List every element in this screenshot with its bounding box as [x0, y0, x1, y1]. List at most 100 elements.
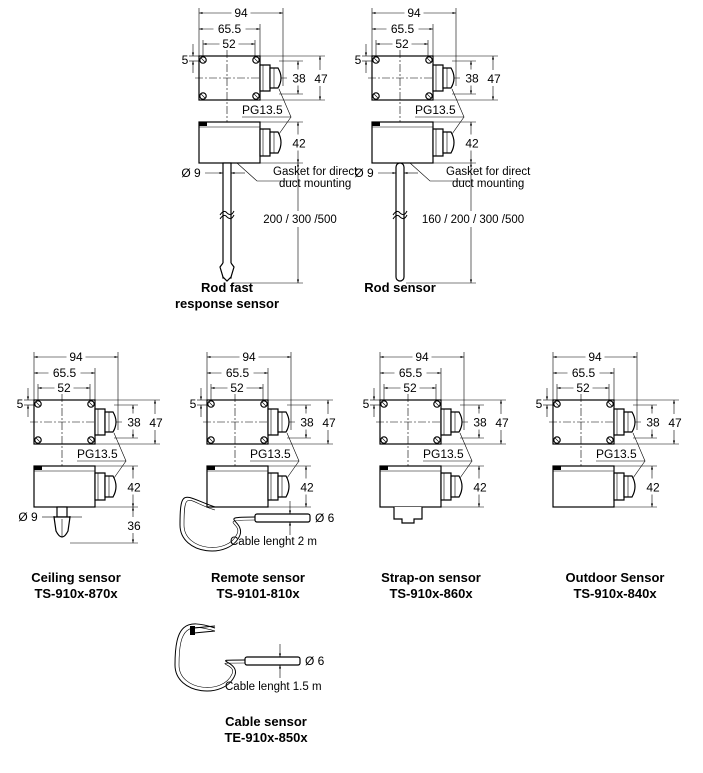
gland-label: PG13.5	[242, 103, 283, 117]
gasket-note: duct mounting	[279, 178, 351, 190]
sensor-rod	[222, 162, 232, 279]
break-mark	[219, 214, 235, 220]
screw-slot	[35, 401, 41, 407]
dimension-label: 52	[57, 381, 71, 395]
gland-label: PG13.5	[250, 447, 291, 461]
cable-gland-cap	[277, 411, 290, 433]
sensor-title-line: Remote sensor	[211, 570, 305, 585]
label-bg	[213, 21, 246, 35]
label-bg	[461, 134, 481, 151]
dimension-label: 65.5	[53, 366, 77, 380]
rod-length-label: 200 / 300 /500	[263, 214, 337, 226]
dimension-label: 42	[473, 481, 487, 495]
dimension-label: 47	[487, 72, 501, 86]
dimension-label: 47	[149, 416, 163, 430]
sensor-title-line: Ceiling sensor	[31, 570, 121, 585]
dimension-label: 38	[292, 72, 306, 86]
label-bg	[296, 413, 316, 430]
label-bg	[642, 413, 662, 430]
cable-gland-nut	[432, 64, 444, 92]
screw-slot	[434, 437, 440, 443]
cable-gland-nut	[94, 408, 106, 436]
dimension-label: 47	[314, 72, 328, 86]
dimension-label: 38	[300, 416, 314, 430]
sensor-title-line: Rod fast	[201, 280, 254, 295]
screw-slot	[554, 437, 560, 443]
rod-diameter-label: Ø 9	[181, 166, 201, 180]
label-bg	[239, 349, 259, 363]
cable-gland-nut	[267, 472, 279, 501]
label-bg	[296, 478, 316, 495]
screw-slot	[373, 57, 379, 63]
dimension-label: 65.5	[572, 366, 596, 380]
cable	[174, 623, 246, 692]
dimension-label: 38	[465, 72, 479, 86]
label-bg	[310, 70, 330, 86]
probe-neck	[56, 506, 68, 518]
screw-slot	[381, 401, 387, 407]
leader-line	[278, 116, 292, 135]
gasket-note: Gasket for direct	[446, 166, 531, 178]
gland-label: PG13.5	[415, 103, 456, 117]
gland-label: PG13.5	[77, 447, 118, 461]
screw-slot	[373, 93, 379, 99]
screw-slot	[253, 57, 259, 63]
dimension-label: 47	[668, 416, 682, 430]
sensor-title-line: TS-910x-860x	[389, 586, 473, 601]
dimension-label: 42	[300, 481, 314, 495]
screw-slot	[253, 93, 259, 99]
label-bg	[288, 69, 308, 86]
label-bg	[392, 36, 412, 50]
label-bg	[227, 380, 247, 394]
screw-slot	[88, 401, 94, 407]
sensor-title: Rod sensor	[364, 280, 436, 295]
cable-probe	[244, 656, 301, 666]
dimension-label: 52	[230, 381, 244, 395]
leader-line	[451, 116, 465, 135]
dimension-label: 65.5	[399, 366, 423, 380]
sensor-tip	[219, 262, 235, 282]
sensor-rod	[395, 162, 405, 282]
label-bg	[66, 349, 86, 363]
dimension-label: 47	[322, 416, 336, 430]
dimension-label: 94	[234, 6, 248, 20]
gasket-leader	[236, 162, 297, 182]
cable-gland-cap	[450, 475, 463, 498]
cable-gland-cap	[277, 475, 290, 498]
label-bg	[123, 517, 143, 533]
leader-line	[459, 460, 473, 479]
cable-length-note: Cable lenght 2 m	[230, 536, 317, 548]
label-bg	[461, 69, 481, 86]
sensor-title-line: TE-910x-850x	[224, 730, 308, 745]
dimension-label: 42	[292, 137, 306, 151]
sensor-title-line: TS-910x-840x	[573, 586, 657, 601]
label-bg	[231, 5, 251, 19]
rod-diameter-label: Ø 9	[18, 510, 38, 524]
screw-slot	[426, 93, 432, 99]
dimension-label: 5	[355, 53, 362, 67]
cable-gland-nut	[440, 408, 452, 436]
dimension-label: 38	[473, 416, 487, 430]
gasket-note: Gasket for direct	[273, 166, 358, 178]
cable-gland-nut	[440, 472, 452, 501]
dimension-label: 65.5	[391, 22, 415, 36]
sensor-title-line: Rod sensor	[364, 280, 436, 295]
gland-label: PG13.5	[596, 447, 637, 461]
sensor-title-line: Strap-on sensor	[381, 570, 481, 585]
housing-side-view	[33, 465, 96, 508]
cable-gland-cap	[104, 411, 117, 433]
screw-slot	[381, 437, 387, 443]
screw-slot	[607, 437, 613, 443]
label-bg	[318, 414, 338, 430]
screw-slot	[554, 401, 560, 407]
rod-length-label: 160 / 200 / 300 /500	[422, 214, 524, 226]
gasket-note: duct mounting	[452, 178, 524, 190]
dimension-label: 52	[395, 37, 409, 51]
